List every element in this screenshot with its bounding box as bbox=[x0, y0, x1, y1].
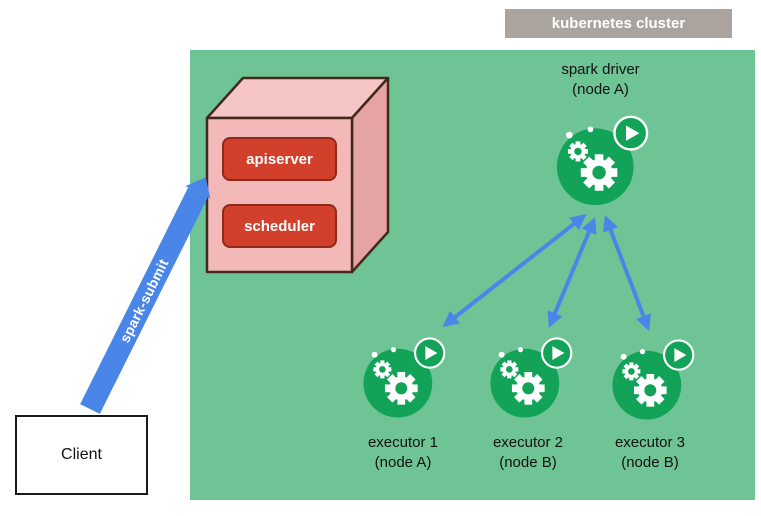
executor-3-name: executor 3 bbox=[614, 434, 686, 451]
executor-3-label: executor 3 (node B) bbox=[590, 433, 710, 473]
kubernetes-cluster-label: kubernetes cluster bbox=[505, 9, 732, 38]
executor-2-node: (node B) bbox=[499, 454, 557, 471]
executor-1-icon bbox=[360, 335, 446, 421]
executor-2-label: executor 2 (node B) bbox=[468, 433, 588, 473]
executor-1-name: executor 1 bbox=[367, 434, 439, 451]
spark-submit-label: spark-submit bbox=[116, 256, 172, 346]
executor-2-name: executor 2 bbox=[492, 434, 564, 451]
spark-driver-icon bbox=[553, 113, 649, 209]
executor-3-icon bbox=[609, 337, 695, 423]
apiserver-label: apiserver bbox=[246, 150, 313, 168]
apiserver-box: apiserver bbox=[222, 137, 337, 181]
spark-submit-arrow: spark-submit bbox=[80, 187, 208, 414]
scheduler-box: scheduler bbox=[222, 204, 337, 248]
spark-driver-name: spark driver bbox=[561, 61, 640, 78]
executor-3-node: (node B) bbox=[621, 454, 679, 471]
executor-2-icon bbox=[487, 335, 573, 421]
spark-driver-node: (node A) bbox=[572, 81, 629, 98]
spark-driver-label: spark driver (node A) bbox=[528, 60, 673, 100]
client-label: Client bbox=[61, 446, 102, 463]
executor-1-label: executor 1 (node A) bbox=[343, 433, 463, 473]
scheduler-label: scheduler bbox=[244, 217, 315, 235]
executor-1-node: (node A) bbox=[374, 454, 432, 471]
client-box: Client bbox=[15, 415, 148, 495]
